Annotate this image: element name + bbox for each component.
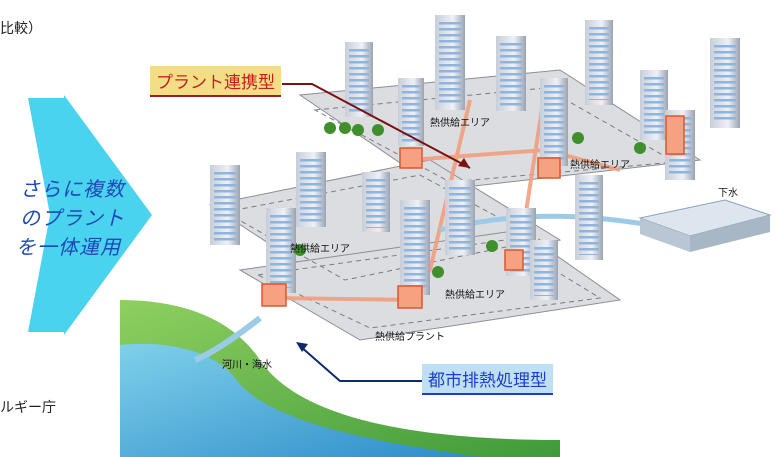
fragment-top-left: 比較） <box>0 20 42 36</box>
label-area-bottom: 熱供給エリア <box>445 290 505 301</box>
label-sewer: 下水 <box>718 188 738 199</box>
callout-arrow-urban <box>299 345 424 382</box>
arrow-line-3: を一体運用 <box>16 235 121 259</box>
big-arrow-shape <box>28 95 152 335</box>
label-area-top: 熱供給エリア <box>430 118 490 129</box>
arrow-line-2: のプラント <box>20 206 125 230</box>
label-area-right: 熱供給エリア <box>570 160 630 171</box>
label-plant: 熱供給プラント <box>375 332 445 343</box>
sewer-plant <box>638 199 772 252</box>
arrow-line-1: さらに複数 <box>20 177 125 201</box>
callout-urban-heat: 都市排熱処理型 <box>422 364 553 395</box>
sea <box>120 343 480 457</box>
trees <box>294 122 646 278</box>
plant-boxes <box>261 115 685 309</box>
callout-arrow-plant <box>282 83 471 169</box>
callout-plant-link: プラント連携型 <box>150 66 281 97</box>
label-river: 河川・海水 <box>222 360 272 371</box>
fragment-bottom-left: ルギー庁 <box>0 399 56 415</box>
label-area-left: 熱供給エリア <box>290 244 350 255</box>
